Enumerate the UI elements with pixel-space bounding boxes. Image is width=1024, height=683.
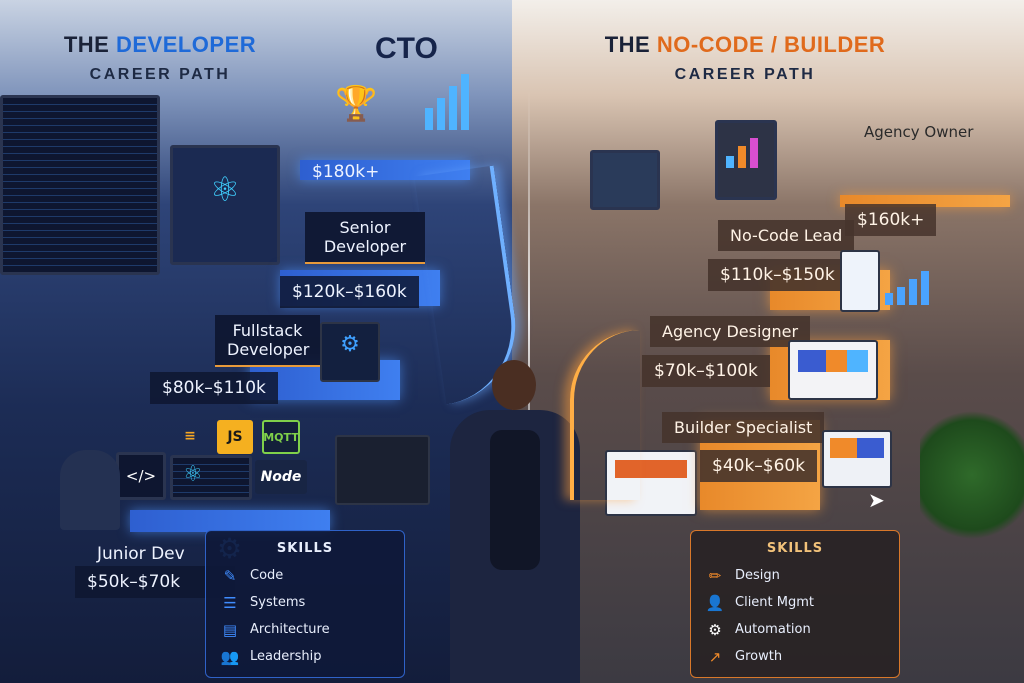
bar-chart-icon (726, 133, 766, 168)
skill-item: ⚙ Automation (705, 616, 885, 643)
role-agency-owner: Agency Owner (864, 123, 974, 141)
design-tablet (788, 340, 878, 400)
title-subtitle: CAREER PATH (89, 66, 231, 83)
title-prefix: THE (63, 32, 110, 57)
role-fullstack-developer: Fullstack Developer (215, 315, 320, 368)
blueprint-icon: ▤ (222, 620, 238, 639)
junior-developer-figure (60, 450, 120, 530)
pencil-icon: ✏ (708, 566, 722, 585)
analytics-monitor (715, 120, 777, 200)
backpack (490, 430, 540, 570)
left-laptop (335, 435, 430, 505)
skill-label: Client Mgmt (735, 595, 814, 610)
title-prefix: THE (604, 32, 651, 57)
nocode-path-title: THE NO-CODE / BUILDER CAREER PATH (585, 32, 905, 84)
skills-heading: SKILLS (276, 541, 334, 556)
code-monitor (0, 95, 160, 275)
stair-cto (300, 160, 470, 180)
trophy-icon: 🏆 (335, 84, 378, 124)
developer-path-title: THE DEVELOPER CAREER PATH (30, 32, 290, 84)
react-monitor: ⚛ (170, 145, 280, 265)
salary-agency-designer: $70k–$100k (642, 355, 770, 388)
skill-label: Automation (735, 622, 811, 637)
title-subtitle: CAREER PATH (674, 66, 816, 83)
role-line-1: Senior (339, 218, 391, 237)
mqtt-badge: MQTT (262, 420, 300, 454)
central-person-figure (440, 360, 590, 683)
react-atom-icon: ⚛ (183, 462, 203, 487)
salary-agency-owner: $160k+ (845, 204, 937, 237)
skill-label: Growth (735, 649, 783, 664)
growth-chart-icon: ↗ (708, 647, 722, 666)
role-nocode-lead: No-Code Lead (718, 220, 855, 252)
skill-label: Architecture (250, 622, 330, 637)
skill-label: Leadership (250, 649, 322, 664)
salary-senior: $120k–$160k (280, 276, 419, 309)
gear-icon: ⚙ (708, 620, 722, 639)
cursor-icon: ➤ (868, 488, 885, 512)
code-tag-icon: </> (125, 467, 157, 485)
salary-builder-specialist: $40k–$60k (700, 450, 818, 483)
cto-heading: CTO (375, 32, 438, 65)
role-agency-designer: Agency Designer (650, 316, 811, 348)
salary-nocode-lead: $110k–$150k (708, 259, 847, 292)
skills-heading: SKILLS (766, 541, 824, 556)
growth-bars-icon (885, 265, 929, 305)
builder-blocks (830, 438, 884, 458)
design-blocks (798, 350, 868, 372)
code-edit-icon: ✎ (223, 566, 237, 585)
client-icon: 👤 (705, 593, 725, 612)
skill-item: ↗ Growth (705, 643, 885, 670)
skill-item: ✎ Code (220, 562, 390, 589)
list-icon: ☰ (223, 593, 237, 612)
growth-bars-icon (425, 70, 469, 130)
people-icon: 👥 (220, 647, 240, 666)
role-line-1: Fullstack (232, 321, 303, 340)
role-builder-specialist: Builder Specialist (662, 412, 825, 444)
role-senior-developer: Senior Developer (305, 212, 425, 265)
fullstack-laptop: ⚙ (320, 322, 380, 382)
tablet-chart (840, 250, 880, 312)
builder-laptop (822, 430, 892, 488)
role-junior-dev: Junior Dev (97, 544, 185, 564)
salary-cto: $180k+ (312, 162, 380, 182)
js-badge: JS (217, 420, 253, 454)
growth-arrow-orange (570, 330, 640, 500)
code-tag-monitor: </> (116, 452, 166, 500)
skill-label: Design (735, 568, 780, 583)
developer-skills-panel: SKILLS ✎ Code ☰ Systems ▤ Architecture 👥 Lea… (205, 530, 405, 678)
skill-label: Code (250, 568, 284, 583)
node-badge: Node (255, 460, 307, 494)
title-accent: NO-CODE / BUILDER (656, 32, 886, 57)
skill-label: Systems (250, 595, 306, 610)
plant (920, 400, 1024, 550)
skill-item: ✏ Design (705, 562, 885, 589)
gear-icon: ⚙ (340, 332, 360, 357)
role-line-2: Developer (323, 237, 407, 257)
skill-item: 👥 Leadership (220, 643, 390, 670)
salary-fullstack: $80k–$110k (150, 372, 278, 405)
skill-item: ☰ Systems (220, 589, 390, 616)
center-divider (528, 90, 530, 540)
list-code-icon: ≡ (184, 428, 196, 444)
stair-junior (130, 510, 330, 532)
nocode-skills-panel: SKILLS ✏Design 👤Client Mgmt ⚙Automation … (690, 530, 900, 678)
office-monitor (590, 150, 660, 210)
skill-item: 👤 Client Mgmt (705, 589, 885, 616)
person-head (492, 360, 536, 410)
role-line-2: Developer (227, 340, 310, 360)
title-accent: DEVELOPER (115, 32, 257, 57)
react-code-monitor: ⚛ (170, 455, 252, 500)
react-atom-icon: ⚛ (209, 170, 241, 210)
skill-item: ▤ Architecture (220, 616, 390, 643)
